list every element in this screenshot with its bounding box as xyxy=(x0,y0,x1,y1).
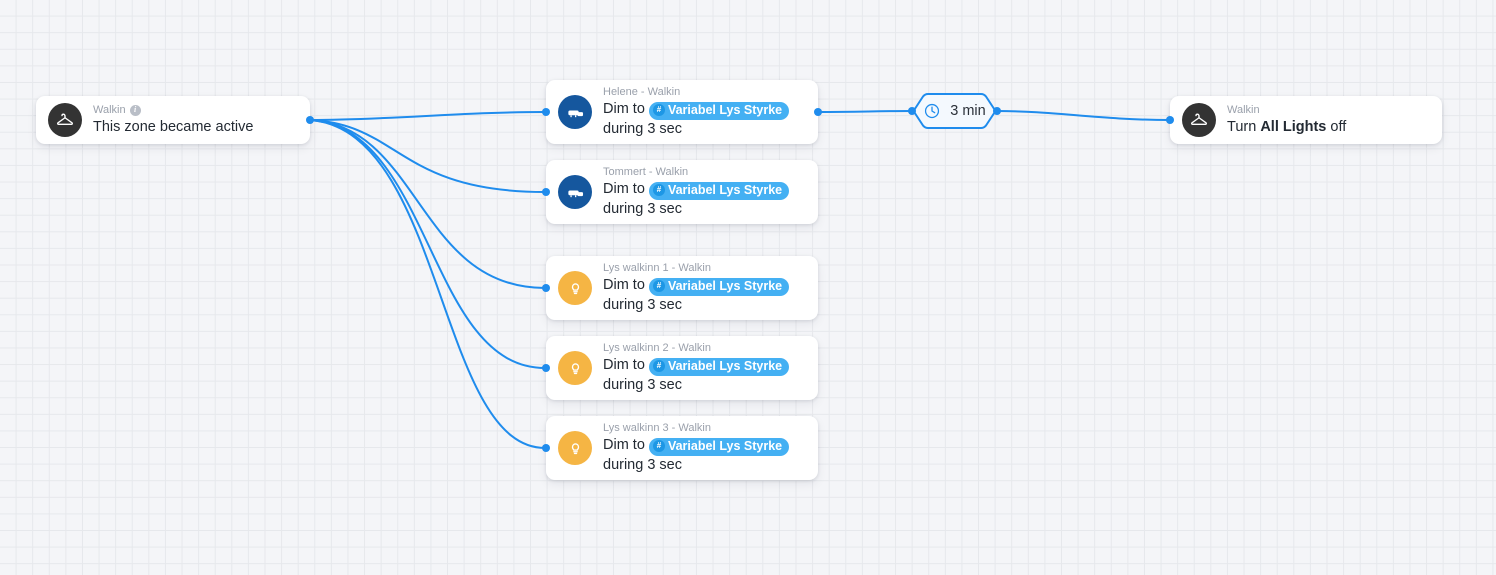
hash-icon: # xyxy=(652,104,665,117)
action-text-before-2: Dim to xyxy=(603,181,645,198)
delay-content: 3 min xyxy=(923,102,986,120)
action-sub-label-4: Lys walkinn 2 - Walkin xyxy=(603,342,711,355)
hash-icon: # xyxy=(652,280,665,293)
action-sub-label-2: Tommert - Walkin xyxy=(603,166,689,179)
action-input-port-2[interactable] xyxy=(542,188,550,196)
light-bulb-icon xyxy=(558,351,592,385)
delay-input-port[interactable] xyxy=(908,107,916,115)
action-text-after-5: during 3 sec xyxy=(603,456,682,473)
final-action-title-suffix: off xyxy=(1326,119,1347,135)
final-action-input-port[interactable] xyxy=(1166,116,1174,124)
trigger-sub-label: Walkin xyxy=(93,104,126,116)
action-text-before-3: Dim to xyxy=(603,277,645,294)
edge-trigger-to-action-5 xyxy=(309,119,546,449)
action-text-before-1: Dim to xyxy=(603,101,645,118)
variable-chip-5[interactable]: # Variabel Lys Styrke xyxy=(648,437,790,456)
edge-trigger-to-action-4 xyxy=(309,119,546,369)
edge-trigger-to-action-3 xyxy=(309,119,546,289)
info-icon[interactable]: i xyxy=(129,104,141,116)
action-text-after-3: during 3 sec xyxy=(603,296,682,313)
final-action-title-prefix: Turn xyxy=(1227,119,1261,135)
variable-chip-label-4: Variabel Lys Styrke xyxy=(667,358,783,373)
trigger-output-port[interactable] xyxy=(306,116,314,124)
action-title-1: Dim to # Variabel Lys Styrke during 3 se… xyxy=(603,100,804,139)
trigger-sub-label-row: Walkin i xyxy=(93,103,296,117)
action-input-port-4[interactable] xyxy=(542,364,550,372)
final-action-sub-label: Walkin xyxy=(1227,104,1260,116)
action-card-2[interactable]: Tommert - Walkin Dim to # Variabel Lys S… xyxy=(542,160,818,224)
action-body-5: Lys walkinn 3 - Walkin Dim to # Variabel… xyxy=(603,421,818,475)
variable-chip-4[interactable]: # Variabel Lys Styrke xyxy=(648,357,790,376)
variable-chip-label-5: Variabel Lys Styrke xyxy=(667,438,783,453)
edge-delay-to-final xyxy=(996,110,1171,121)
light-strip-icon xyxy=(558,95,592,129)
variable-chip-label-2: Variabel Lys Styrke xyxy=(667,182,783,197)
action-text-after-1: during 3 sec xyxy=(603,120,682,137)
action-body-3: Lys walkinn 1 - Walkin Dim to # Variabel… xyxy=(603,261,818,315)
delay-node[interactable]: 3 min xyxy=(908,92,1001,130)
clock-icon xyxy=(923,102,941,120)
variable-chip-2[interactable]: # Variabel Lys Styrke xyxy=(648,181,790,200)
action-card-3[interactable]: Lys walkinn 1 - Walkin Dim to # Variabel… xyxy=(542,256,818,320)
variable-chip-label-1: Variabel Lys Styrke xyxy=(667,102,783,117)
action-title-5: Dim to # Variabel Lys Styrke during 3 se… xyxy=(603,436,804,475)
final-action-title: Turn All Lights off xyxy=(1227,118,1428,137)
hash-icon: # xyxy=(652,440,665,453)
final-action-node[interactable]: Walkin Turn All Lights off xyxy=(1166,96,1442,144)
action-input-port-3[interactable] xyxy=(542,284,550,292)
light-bulb-icon xyxy=(558,271,592,305)
action-body-2: Tommert - Walkin Dim to # Variabel Lys S… xyxy=(603,165,818,219)
variable-chip-1[interactable]: # Variabel Lys Styrke xyxy=(648,101,790,120)
edge-action-1-to-delay xyxy=(817,110,913,113)
hash-icon: # xyxy=(652,184,665,197)
action-body-1: Helene - Walkin Dim to # Variabel Lys St… xyxy=(603,85,818,139)
light-strip-icon xyxy=(558,175,592,209)
action-output-port-1[interactable] xyxy=(814,108,822,116)
action-input-port-5[interactable] xyxy=(542,444,550,452)
hash-icon: # xyxy=(652,360,665,373)
action-text-before-5: Dim to xyxy=(603,437,645,454)
action-title-2: Dim to # Variabel Lys Styrke during 3 se… xyxy=(603,180,804,219)
action-text-after-2: during 3 sec xyxy=(603,200,682,217)
hanger-icon xyxy=(48,103,82,137)
action-sub-label-1: Helene - Walkin xyxy=(603,86,681,99)
final-action-body: Walkin Turn All Lights off xyxy=(1227,103,1442,137)
delay-output-port[interactable] xyxy=(993,107,1001,115)
action-text-before-4: Dim to xyxy=(603,357,645,374)
action-sub-label-5: Lys walkinn 3 - Walkin xyxy=(603,422,711,435)
variable-chip-label-3: Variabel Lys Styrke xyxy=(667,278,783,293)
action-text-after-4: during 3 sec xyxy=(603,376,682,393)
trigger-node[interactable]: Walkin i This zone became active xyxy=(36,96,314,144)
action-sub-label-3: Lys walkinn 1 - Walkin xyxy=(603,262,711,275)
action-title-4: Dim to # Variabel Lys Styrke during 3 se… xyxy=(603,356,804,395)
hanger-icon xyxy=(1182,103,1216,137)
trigger-body: Walkin i This zone became active xyxy=(93,103,310,137)
action-body-4: Lys walkinn 2 - Walkin Dim to # Variabel… xyxy=(603,341,818,395)
trigger-title: This zone became active xyxy=(93,119,254,135)
variable-chip-3[interactable]: # Variabel Lys Styrke xyxy=(648,277,790,296)
action-input-port-1[interactable] xyxy=(542,108,550,116)
action-card-5[interactable]: Lys walkinn 3 - Walkin Dim to # Variabel… xyxy=(542,416,818,480)
action-title-3: Dim to # Variabel Lys Styrke during 3 se… xyxy=(603,276,804,315)
action-card-1[interactable]: Helene - Walkin Dim to # Variabel Lys St… xyxy=(542,80,822,144)
action-card-4[interactable]: Lys walkinn 2 - Walkin Dim to # Variabel… xyxy=(542,336,818,400)
delay-label: 3 min xyxy=(950,103,986,119)
light-bulb-icon xyxy=(558,431,592,465)
edge-trigger-to-action-1 xyxy=(309,111,546,121)
final-action-title-bold: All Lights xyxy=(1260,119,1327,135)
edge-trigger-to-action-2 xyxy=(309,119,546,193)
